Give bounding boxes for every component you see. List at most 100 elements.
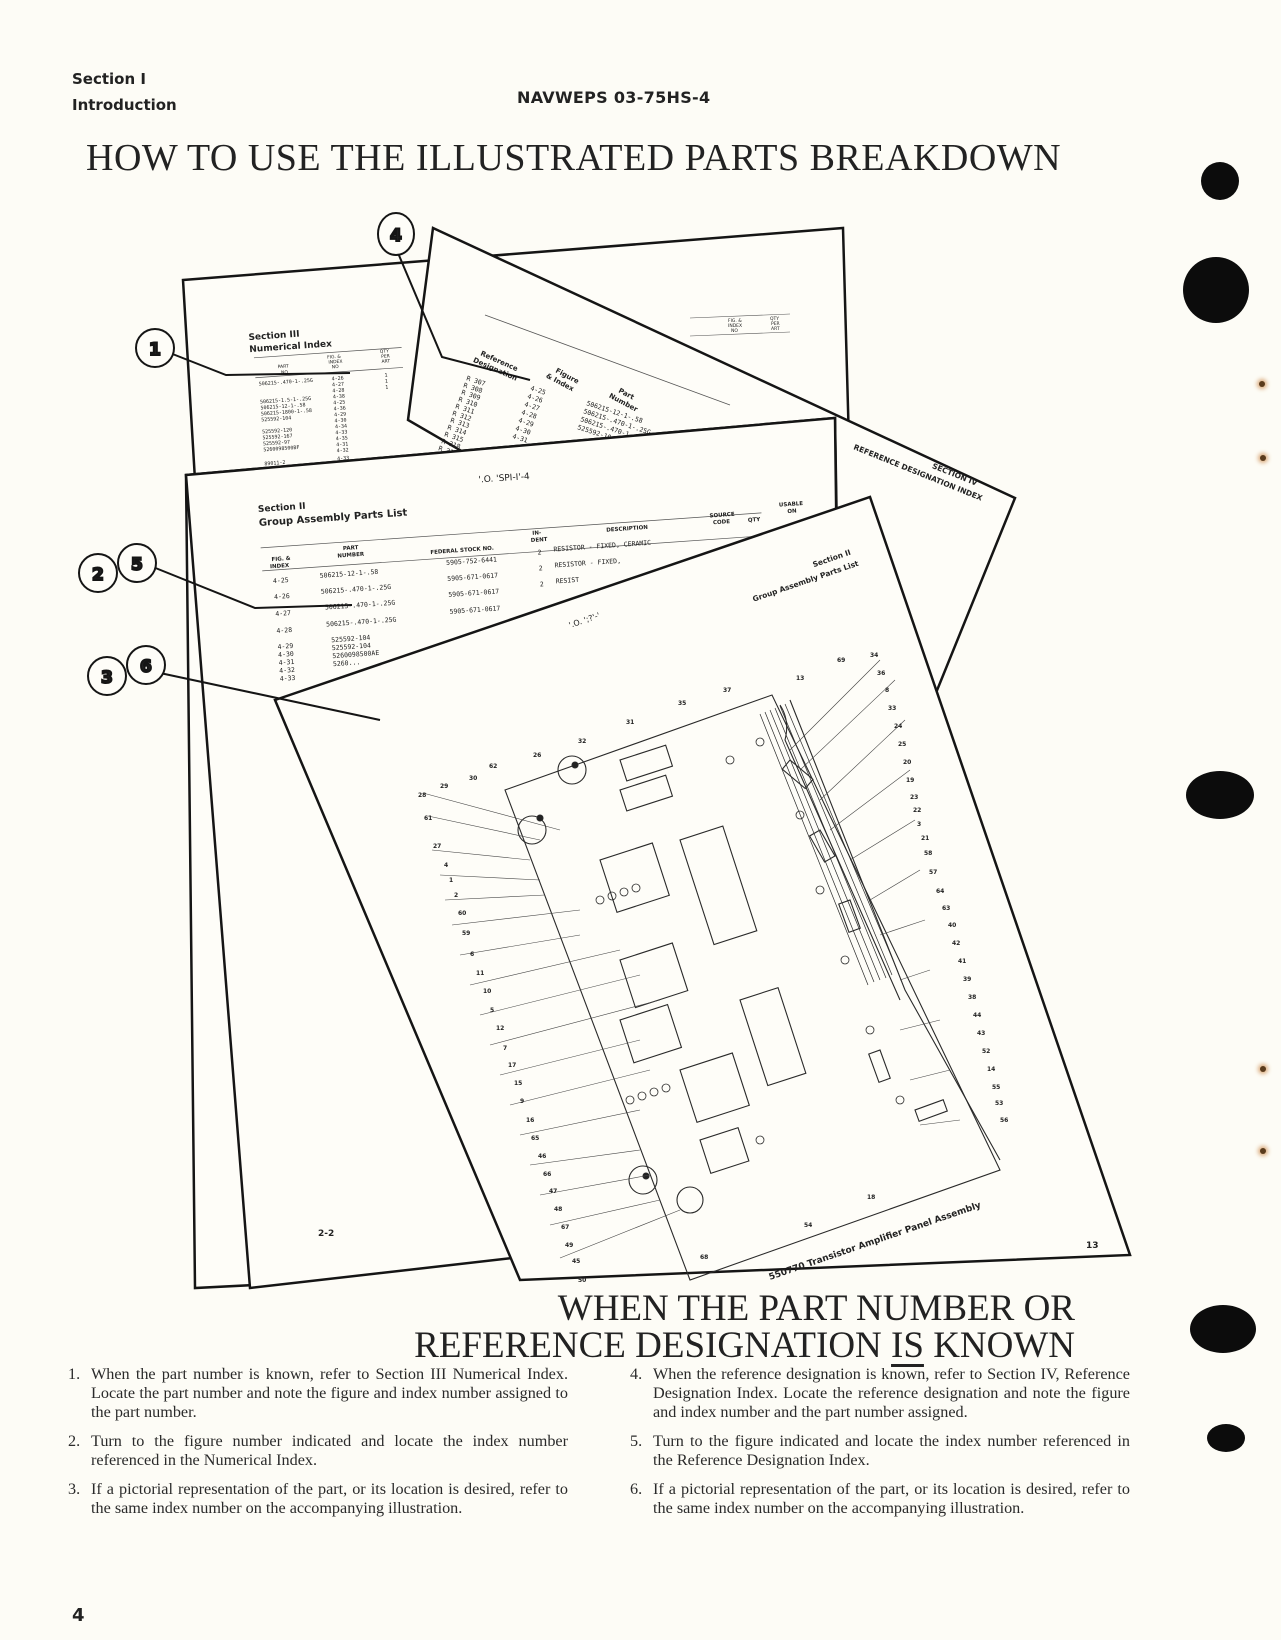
svg-text:NO: NO bbox=[281, 369, 289, 375]
svg-text:4-29: 4-29 bbox=[277, 642, 293, 651]
svg-text:4-28: 4-28 bbox=[276, 626, 292, 635]
svg-text:5260098500BF: 5260098500BF bbox=[263, 445, 299, 454]
subtitle-line-2: REFERENCE DESIGNATION IS KNOWN bbox=[414, 1325, 1075, 1366]
callout-2: 2 bbox=[78, 553, 118, 593]
svg-text:49: 49 bbox=[565, 1242, 573, 1249]
svg-text:4: 4 bbox=[444, 862, 448, 869]
section-header: Section I Introduction bbox=[72, 66, 177, 118]
svg-text:CODE: CODE bbox=[713, 519, 731, 526]
paper-stain bbox=[1259, 381, 1265, 387]
svg-text:SOURCE: SOURCE bbox=[709, 512, 735, 520]
svg-text:42: 42 bbox=[952, 940, 960, 947]
svg-text:50: 50 bbox=[578, 1277, 586, 1284]
svg-text:7: 7 bbox=[503, 1045, 507, 1052]
svg-text:4-35: 4-35 bbox=[336, 435, 348, 442]
svg-text:4-36: 4-36 bbox=[334, 406, 346, 413]
svg-text:INDEX: INDEX bbox=[270, 563, 290, 570]
svg-text:22: 22 bbox=[913, 807, 921, 814]
subtitle-emphasis: IS bbox=[891, 1325, 924, 1366]
step-item: 5.Turn to the figure indicated and locat… bbox=[630, 1432, 1130, 1469]
punch-hole bbox=[1201, 162, 1239, 200]
svg-text:PART: PART bbox=[343, 545, 359, 552]
svg-text:21: 21 bbox=[921, 835, 929, 842]
svg-text:18: 18 bbox=[867, 1194, 875, 1201]
callout-4-leader bbox=[397, 252, 531, 381]
svg-text:40: 40 bbox=[948, 922, 956, 929]
svg-text:4-30: 4-30 bbox=[334, 417, 346, 424]
step-item: 6.If a pictorial representation of the p… bbox=[630, 1480, 1130, 1517]
step-item: 4.When the reference designation is know… bbox=[630, 1365, 1130, 1421]
svg-text:57: 57 bbox=[929, 869, 937, 876]
svg-text:27: 27 bbox=[433, 843, 441, 850]
svg-text:6: 6 bbox=[140, 657, 152, 677]
svg-text:4-27: 4-27 bbox=[332, 382, 344, 389]
svg-text:1: 1 bbox=[449, 877, 453, 884]
svg-text:5: 5 bbox=[490, 1007, 494, 1014]
svg-text:14: 14 bbox=[987, 1066, 995, 1073]
callout-1-leader bbox=[169, 352, 351, 377]
document-number: NAVWEPS 03-75HS-4 bbox=[517, 88, 711, 107]
subtitle-line-1: WHEN THE PART NUMBER OR bbox=[557, 1288, 1075, 1329]
punch-hole bbox=[1207, 1424, 1245, 1452]
svg-text:31: 31 bbox=[626, 719, 634, 726]
callout-5-leader bbox=[147, 564, 353, 610]
svg-text:24: 24 bbox=[894, 723, 902, 730]
svg-text:Section II: Section II bbox=[258, 502, 306, 515]
svg-text:506215-.470-1-.25G: 506215-.470-1-.25G bbox=[259, 378, 313, 388]
svg-text:4-33: 4-33 bbox=[335, 429, 347, 436]
step-item: 2.Turn to the figure number indicated an… bbox=[68, 1432, 568, 1469]
svg-text:4-38: 4-38 bbox=[333, 394, 345, 401]
figure-page bbox=[273, 495, 1132, 1282]
svg-text:41: 41 bbox=[958, 958, 966, 965]
figure-page-number: 13 bbox=[1086, 1241, 1099, 1251]
callout-4: 4 bbox=[377, 212, 415, 256]
svg-text:FIG. &: FIG. & bbox=[728, 318, 742, 324]
svg-text:36: 36 bbox=[877, 670, 885, 677]
svg-text:33: 33 bbox=[888, 705, 896, 712]
svg-text:1: 1 bbox=[149, 340, 161, 360]
svg-text:RESIST: RESIST bbox=[555, 576, 579, 586]
svg-text:29: 29 bbox=[440, 783, 448, 790]
svg-text:4-27: 4-27 bbox=[275, 609, 291, 618]
svg-text:53: 53 bbox=[995, 1100, 1003, 1107]
svg-text:525592-167: 525592-167 bbox=[262, 433, 292, 441]
svg-text:5905-671-0617: 5905-671-0617 bbox=[449, 604, 500, 616]
svg-text:69: 69 bbox=[837, 657, 845, 664]
svg-text:16: 16 bbox=[526, 1117, 534, 1124]
callout-1: 1 bbox=[135, 328, 175, 368]
svg-text:506215-1.5-1-.25G: 506215-1.5-1-.25G bbox=[260, 396, 311, 406]
svg-text:4-31: 4-31 bbox=[278, 658, 294, 667]
svg-text:4-29: 4-29 bbox=[334, 412, 346, 419]
svg-text:3: 3 bbox=[101, 668, 113, 688]
svg-text:ART: ART bbox=[381, 358, 390, 365]
svg-text:1: 1 bbox=[385, 384, 388, 390]
page-title: HOW TO USE THE ILLUSTRATED PARTS BREAKDO… bbox=[86, 137, 1062, 179]
svg-text:55: 55 bbox=[992, 1084, 1000, 1091]
svg-text:4-33: 4-33 bbox=[337, 455, 349, 462]
svg-text:26: 26 bbox=[533, 752, 541, 759]
circuit-board-drawing bbox=[504, 694, 1001, 1281]
svg-text:USABLE: USABLE bbox=[779, 501, 804, 509]
paper-stain bbox=[1260, 1066, 1266, 1072]
svg-text:4-28: 4-28 bbox=[332, 388, 344, 395]
callout-5: 5 bbox=[117, 543, 157, 583]
svg-text:59: 59 bbox=[462, 930, 470, 937]
svg-text:525592-104: 525592-104 bbox=[331, 633, 371, 644]
punch-hole bbox=[1190, 1305, 1256, 1353]
svg-text:NO: NO bbox=[731, 328, 738, 334]
punch-hole bbox=[1183, 257, 1249, 323]
svg-text:2: 2 bbox=[537, 548, 542, 556]
svg-text:4-25: 4-25 bbox=[333, 400, 345, 407]
svg-text:4-30: 4-30 bbox=[278, 650, 294, 659]
svg-text:'.O. 'SPI-I'-4: '.O. 'SPI-I'-4 bbox=[478, 472, 530, 486]
svg-text:4-26: 4-26 bbox=[274, 592, 290, 601]
svg-text:506215-1800-1-.58: 506215-1800-1-.58 bbox=[261, 408, 312, 418]
svg-text:23: 23 bbox=[910, 794, 918, 801]
svg-text:1: 1 bbox=[384, 373, 387, 379]
svg-text:11: 11 bbox=[476, 970, 484, 977]
svg-text:19: 19 bbox=[906, 777, 914, 784]
svg-text:Section III: Section III bbox=[248, 330, 300, 344]
punch-hole bbox=[1186, 771, 1254, 819]
